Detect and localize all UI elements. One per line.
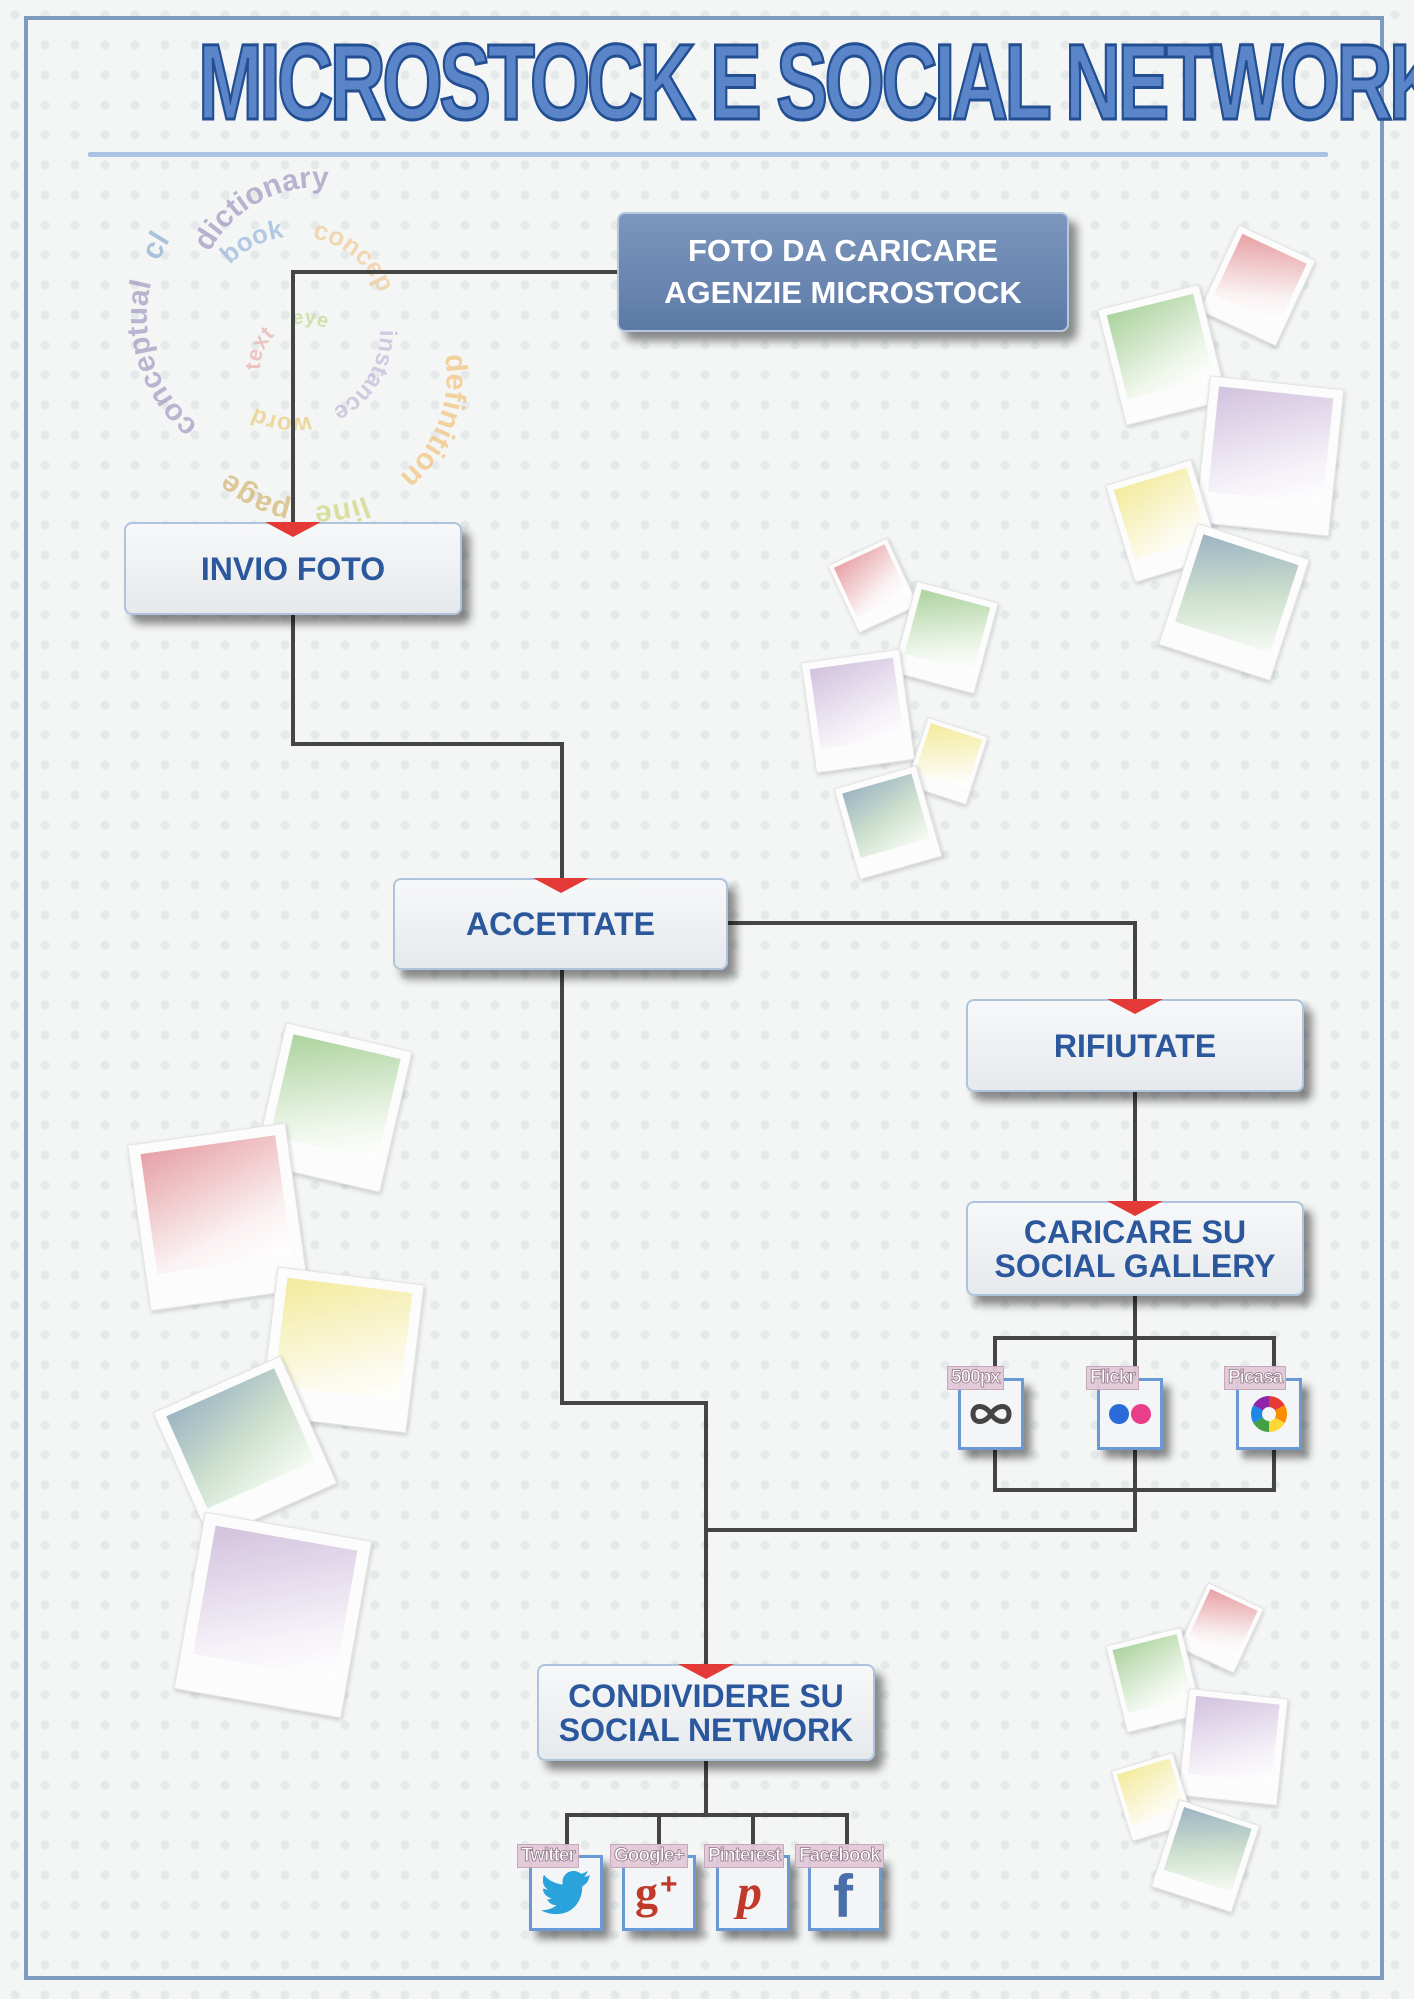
node-condividere-line1: CONDIVIDERE SU: [568, 1677, 844, 1714]
node-condividere-line2: SOCIAL NETWORK: [558, 1711, 854, 1748]
connector-accettate-to-condividere: [560, 966, 708, 1667]
svg-text:f: f: [833, 1865, 854, 1921]
node-gallery-line1: CARICARE SU: [1023, 1213, 1247, 1250]
twitter-bird-icon: [541, 1871, 591, 1915]
node-social-network: CONDIVIDERE SU SOCIAL NETWORK: [537, 1664, 875, 1761]
connector-accettate-to-rifiutate: [724, 921, 1137, 1002]
connector-condividere-branches: [565, 1758, 849, 1857]
connector-start-to-invio: [291, 270, 619, 525]
word-cloud-spiral: dictionary definition line page conceptu…: [110, 165, 473, 525]
spiral-word-eye: eye: [291, 306, 332, 333]
connector-gallery-merge: [704, 1450, 1276, 1532]
node-accettate: ACCETTATE: [393, 878, 728, 970]
node-rifiutate: RIFIUTATE: [966, 999, 1304, 1092]
picasa-icon: [1250, 1396, 1288, 1432]
social-tag-twitter: Twitter: [517, 1844, 579, 1868]
connector-gallery-branches: [993, 1293, 1276, 1380]
node-start-microstock: FOTO DA CARICARE AGENZIE MICROSTOCK: [617, 212, 1069, 332]
node-social-gallery: CARICARE SU SOCIAL GALLERY: [966, 1201, 1304, 1296]
gallery-500px: [958, 1378, 1024, 1450]
connector-invio-to-accettate: [291, 612, 564, 882]
arrow-marker: [678, 1664, 734, 1679]
social-tag-google-plus: Google+: [610, 1844, 688, 1868]
social-tag-pinterest: Pinterest: [704, 1844, 785, 1868]
flickr-dots-icon: [1109, 1404, 1151, 1424]
gallery-tag-flickr: Flickr: [1086, 1366, 1139, 1390]
node-invio-foto: INVIO FOTO: [124, 522, 462, 615]
arrow-marker: [532, 878, 589, 893]
node-start-line2: AGENZIE MICROSTOCK: [664, 275, 1022, 310]
social-tag-facebook: Facebook: [795, 1844, 884, 1868]
page-title: MICROSTOCK E SOCIAL NETWORK: [197, 20, 1414, 143]
arrow-marker: [265, 522, 321, 537]
gallery-picasa: [1236, 1378, 1302, 1450]
node-invio-label: INVIO FOTO: [200, 550, 386, 587]
gallery-tag-picasa: Picasa: [1224, 1366, 1287, 1390]
node-accettate-label: ACCETTATE: [465, 906, 655, 942]
title-underline: [88, 152, 1328, 157]
svg-text:+: +: [660, 1868, 678, 1901]
gallery-tag-500px: 500px: [947, 1366, 1004, 1390]
node-gallery-line2: SOCIAL GALLERY: [994, 1247, 1276, 1284]
arrow-marker: [1107, 1201, 1163, 1216]
page-frame: [24, 16, 1384, 1980]
svg-text:p: p: [733, 1867, 762, 1919]
google-plus-icon: g +: [635, 1868, 678, 1918]
infinity-icon: [970, 1404, 1012, 1424]
svg-text:g: g: [635, 1868, 658, 1918]
node-start-line1: FOTO DA CARICARE: [687, 233, 998, 268]
pinterest-icon: p: [733, 1867, 762, 1919]
node-rifiutate-label: RIFIUTATE: [1053, 1027, 1217, 1064]
facebook-icon: f: [833, 1865, 854, 1921]
arrow-marker: [1107, 999, 1163, 1014]
